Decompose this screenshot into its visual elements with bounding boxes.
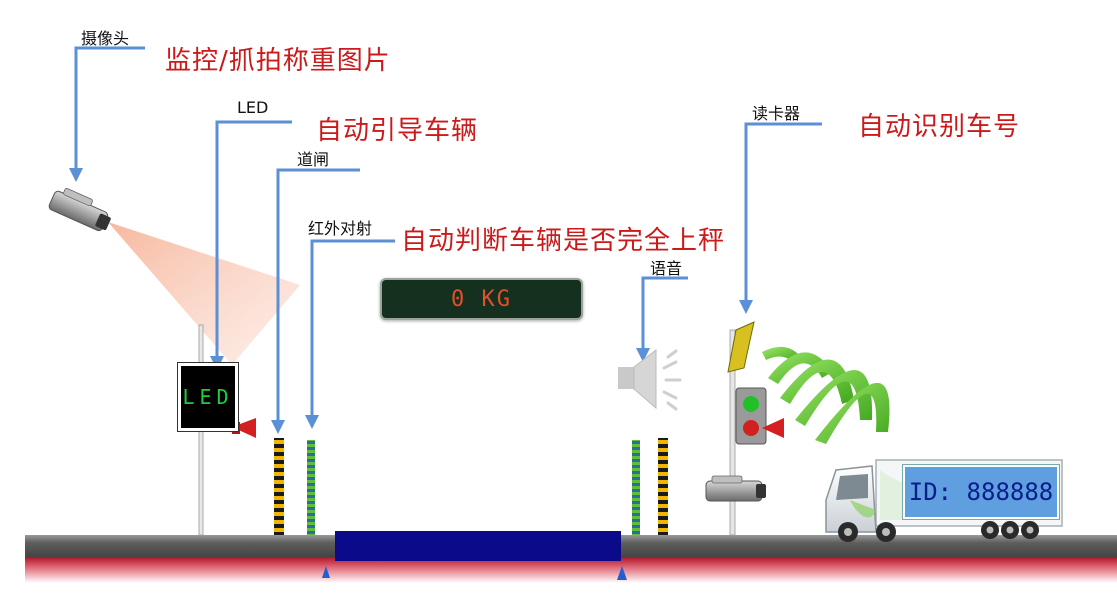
right-emitter-icon [762, 418, 784, 438]
infrared-label: 红外对射 [308, 219, 373, 238]
infrared-sensor-right [632, 440, 640, 535]
led-screen: LED [178, 363, 238, 431]
card-reader-label: 读卡器 [752, 104, 801, 123]
card-reader-function-text: 自动识别车号 [858, 112, 1021, 142]
leader-arrowheads [69, 168, 753, 434]
weight-display: 0 KG [380, 278, 583, 320]
red-light-icon [743, 420, 759, 436]
wireless-signal-icon [762, 346, 890, 444]
card-reader-antenna-icon [727, 321, 755, 373]
voice-label: 语音 [650, 259, 683, 278]
reader-pole [729, 329, 736, 536]
infrared-leader [310, 239, 395, 420]
camera-beam [108, 222, 300, 365]
infrared-function-text: 自动判断车辆是否完全上秤 [401, 226, 726, 256]
led-label: LED [237, 98, 269, 117]
led-leader [215, 120, 292, 360]
left-emitter-icon [232, 418, 256, 438]
truck-id-label: ID: 888888 [903, 465, 1059, 519]
barrier-gate-right [658, 438, 668, 535]
green-light-icon [743, 396, 759, 412]
road-base [25, 557, 1117, 583]
camera-label: 摄像头 [81, 29, 130, 48]
plate-camera-icon [705, 475, 766, 502]
card-reader-leader [744, 122, 822, 305]
speaker-icon [618, 348, 682, 411]
scale-platform [335, 531, 621, 561]
gate-leader [276, 168, 360, 425]
platform-right-marker-icon [617, 566, 627, 580]
camera-function-text: 监控/抓拍称重图片 [165, 46, 391, 76]
barrier-gate-left [274, 438, 284, 535]
infrared-sensor-left [307, 440, 315, 535]
surveillance-camera-icon [48, 188, 111, 232]
led-function-text: 自动引导车辆 [316, 116, 479, 146]
voice-leader [641, 276, 688, 352]
gate-label: 道闸 [297, 150, 330, 169]
camera-leader [74, 46, 145, 172]
platform-left-marker-icon [322, 566, 330, 578]
leader-lines [74, 46, 822, 425]
